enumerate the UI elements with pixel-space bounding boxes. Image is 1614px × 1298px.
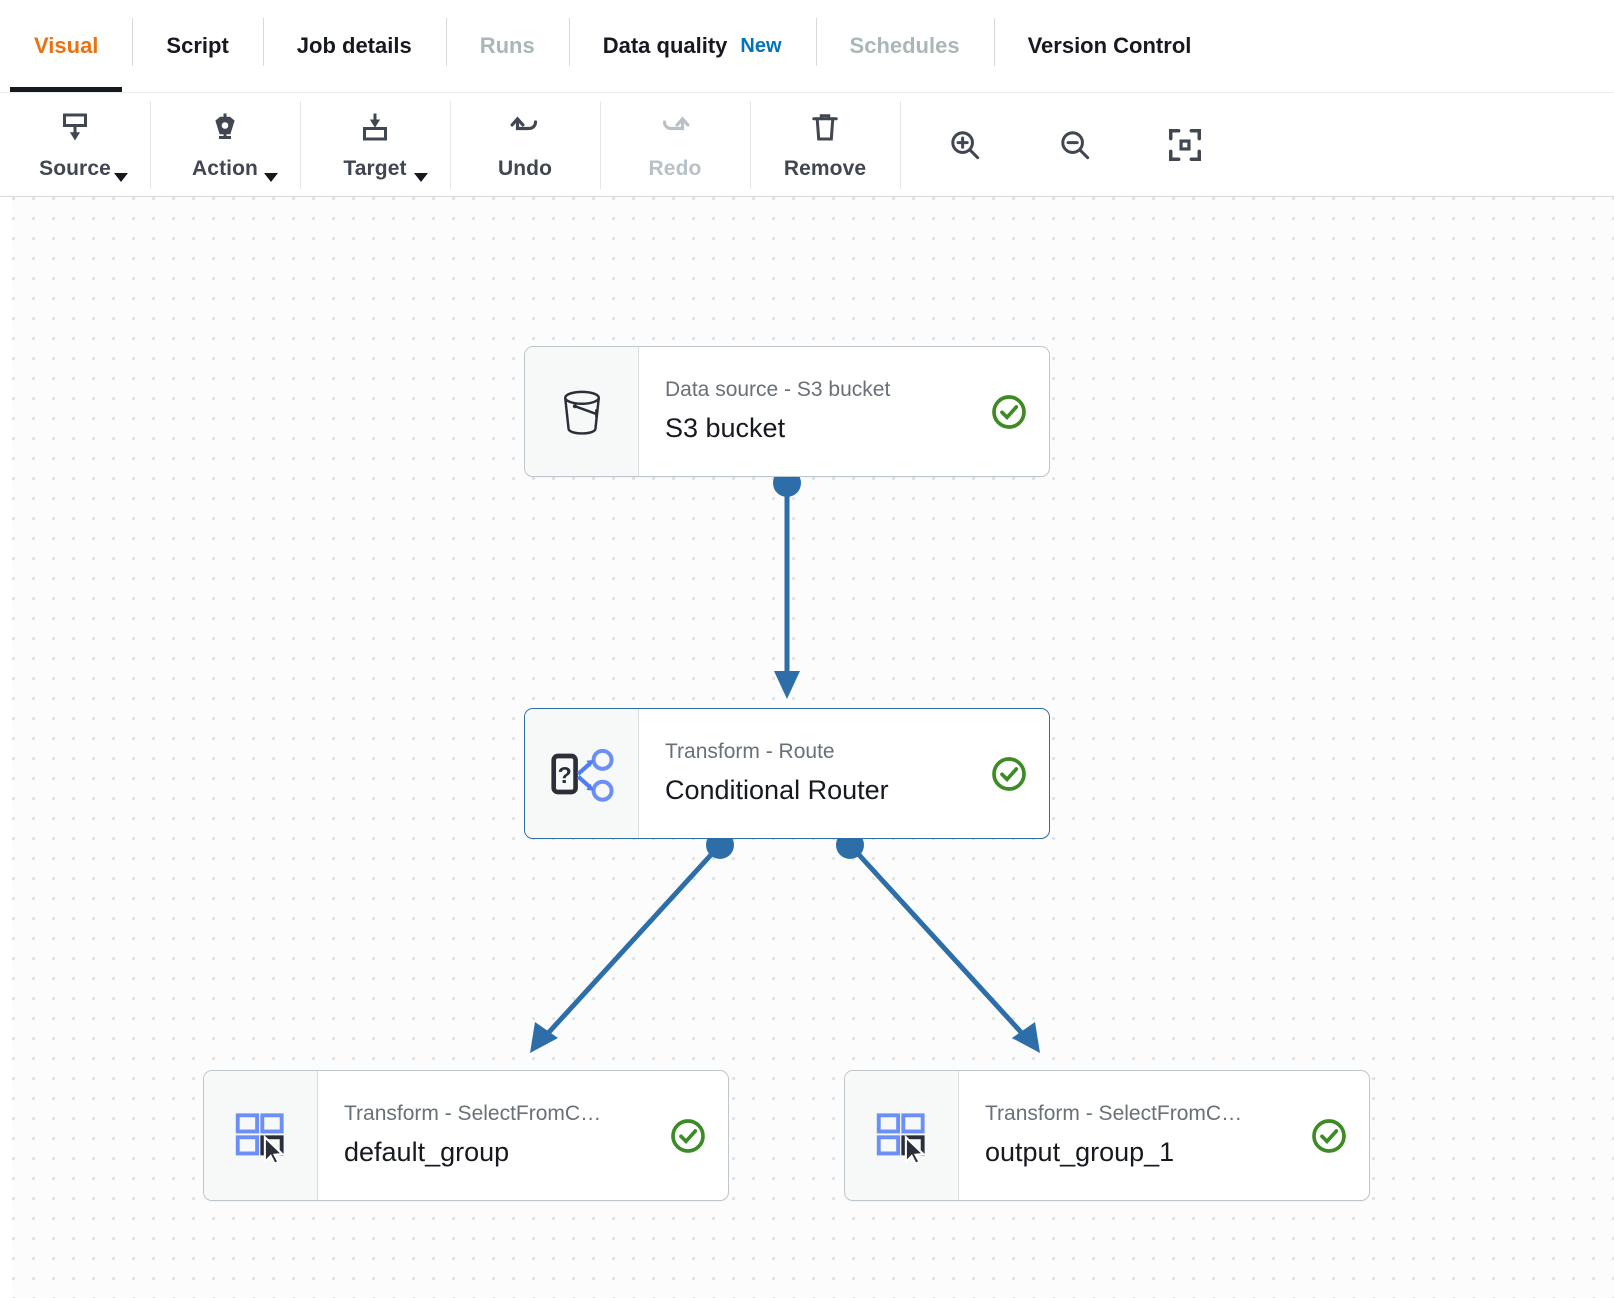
- tab-label: Schedules: [849, 33, 960, 58]
- status-badge-valid: [1309, 1116, 1349, 1156]
- node-text: Transform - Route Conditional Router: [665, 738, 975, 809]
- svg-text:?: ?: [557, 762, 571, 788]
- tab-data-quality[interactable]: Data quality New: [568, 0, 816, 92]
- add-action-button[interactable]: Action: [150, 93, 300, 196]
- node-conditional-router[interactable]: ? Transform - Route Conditional Router: [524, 708, 1050, 839]
- undo-button[interactable]: Undo: [450, 93, 600, 196]
- fit-to-screen-icon[interactable]: [1162, 122, 1208, 168]
- redo-icon: [657, 109, 693, 150]
- edge-s3-to-router: [773, 469, 801, 699]
- edge-arrowhead: [1012, 1022, 1040, 1053]
- edge-arrowhead: [774, 671, 800, 699]
- job-canvas[interactable]: Data source - S3 bucket S3 bucket ?: [12, 197, 1614, 1298]
- node-title: default_group: [344, 1137, 510, 1168]
- tab-script[interactable]: Script: [132, 0, 262, 92]
- node-subtitle: Transform - SelectFromC…: [985, 1102, 1243, 1126]
- new-badge: New: [740, 34, 782, 57]
- remove-button[interactable]: Remove: [750, 93, 900, 196]
- zoom-out-icon[interactable]: [1052, 122, 1098, 168]
- node-body: Transform - SelectFromC… output_group_1: [959, 1071, 1369, 1200]
- action-label: Action: [192, 156, 258, 180]
- editor-toolbar: Source Action Target: [0, 92, 1614, 197]
- tab-runs: Runs: [445, 0, 569, 92]
- edge-router-to-default-group: [530, 831, 734, 1053]
- tab-label: Data quality: [602, 33, 728, 58]
- chevron-down-icon[interactable]: [114, 173, 128, 182]
- source-icon: [57, 109, 93, 150]
- node-body: Transform - SelectFromC… default_group: [318, 1071, 728, 1200]
- tab-visual[interactable]: Visual: [0, 0, 132, 92]
- tab-job-details[interactable]: Job details: [262, 0, 446, 92]
- status-badge-valid: [989, 392, 1029, 432]
- undo-icon: [507, 109, 543, 150]
- add-target-button[interactable]: Target: [300, 93, 450, 196]
- node-body: Transform - Route Conditional Router: [639, 709, 1049, 838]
- redo-button: Redo: [600, 93, 750, 196]
- tab-label: Runs: [479, 33, 535, 58]
- trash-icon: [807, 109, 843, 150]
- node-s3-bucket[interactable]: Data source - S3 bucket S3 bucket: [524, 346, 1050, 477]
- zoom-controls: [900, 93, 1208, 196]
- node-text: Transform - SelectFromC… default_group: [344, 1100, 654, 1171]
- select-from-collection-icon: [204, 1071, 318, 1200]
- tab-label: Version Control: [1027, 33, 1192, 58]
- s3-bucket-icon: [525, 347, 639, 476]
- remove-label: Remove: [783, 156, 867, 180]
- tab-label: Visual: [34, 33, 99, 58]
- chevron-down-icon[interactable]: [414, 173, 428, 182]
- tab-schedules: Schedules: [815, 0, 994, 92]
- chevron-down-icon[interactable]: [264, 173, 278, 182]
- redo-label: Redo: [648, 156, 702, 180]
- undo-label: Undo: [497, 156, 553, 180]
- status-badge-valid: [989, 754, 1029, 794]
- node-title: S3 bucket: [665, 413, 786, 444]
- select-from-collection-icon: [845, 1071, 959, 1200]
- node-text: Data source - S3 bucket S3 bucket: [665, 376, 975, 447]
- node-title: output_group_1: [985, 1137, 1175, 1168]
- node-default-group[interactable]: Transform - SelectFromC… default_group: [203, 1070, 729, 1201]
- node-title: Conditional Router: [665, 775, 889, 806]
- tab-label: Job details: [296, 33, 412, 58]
- target-icon: [357, 109, 393, 150]
- node-subtitle: Transform - SelectFromC…: [344, 1102, 602, 1126]
- node-output-group-1[interactable]: Transform - SelectFromC… output_group_1: [844, 1070, 1370, 1201]
- node-text: Transform - SelectFromC… output_group_1: [985, 1100, 1295, 1171]
- node-subtitle: Transform - Route: [665, 740, 835, 764]
- zoom-in-icon[interactable]: [942, 122, 988, 168]
- edge-router-to-output-group-1: [836, 831, 1040, 1053]
- tab-version-control[interactable]: Version Control: [993, 0, 1226, 92]
- route-icon: ?: [525, 709, 639, 838]
- node-body: Data source - S3 bucket S3 bucket: [639, 347, 1049, 476]
- add-source-button[interactable]: Source: [0, 93, 150, 196]
- tab-bar: Visual Script Job details Runs Data qual…: [0, 0, 1614, 92]
- edge-arrowhead: [530, 1022, 558, 1053]
- tab-label: Script: [166, 33, 229, 58]
- target-label: Target: [343, 156, 407, 180]
- action-icon: [207, 109, 243, 150]
- node-subtitle: Data source - S3 bucket: [665, 378, 891, 402]
- status-badge-valid: [668, 1116, 708, 1156]
- active-tab-underline: [10, 87, 123, 92]
- source-label: Source: [39, 156, 111, 180]
